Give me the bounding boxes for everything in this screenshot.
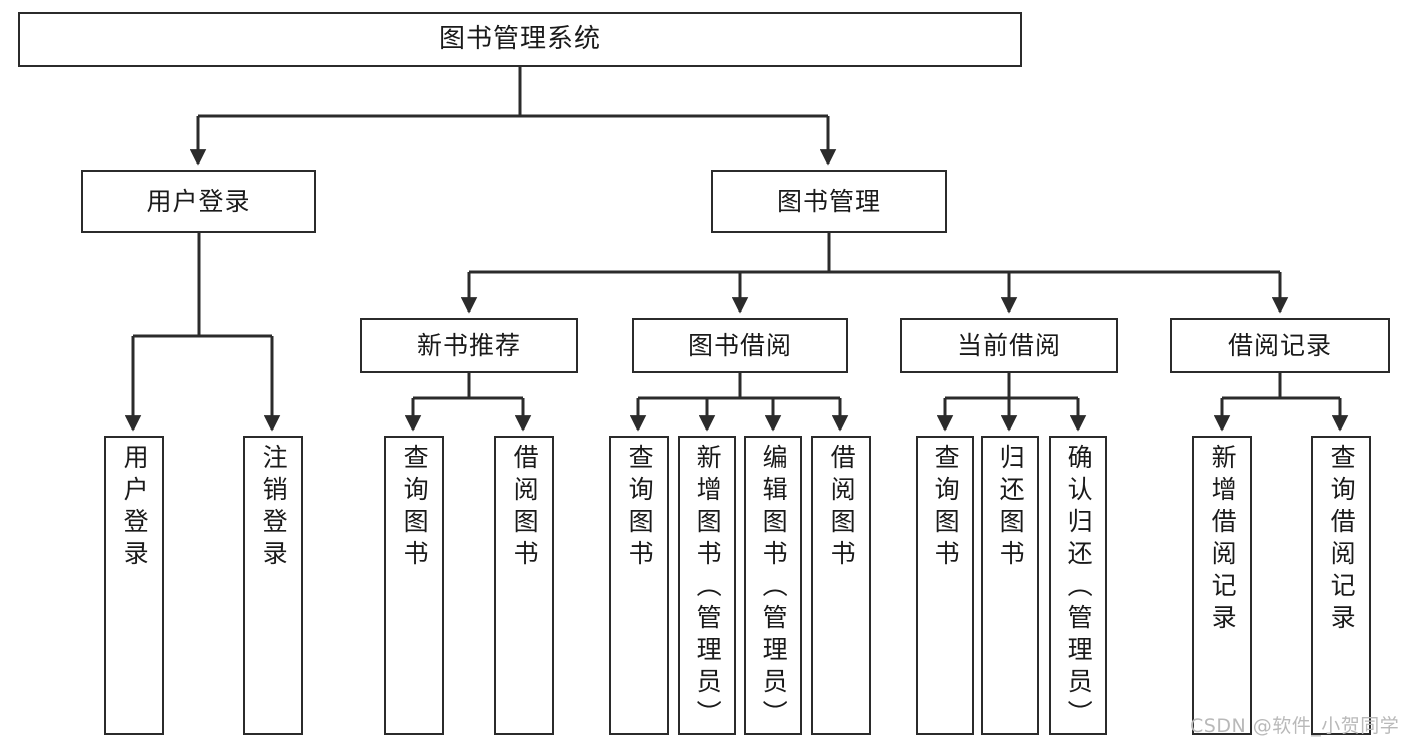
leaf-user-login-logout[interactable]: 注销登录 [243, 436, 303, 735]
leaf-current-borrow-query-book[interactable]: 查询图书 [916, 436, 974, 735]
leaf-book-borrow-query-book-label: 查询图书 [625, 444, 655, 572]
leaf-borrow-record-add-record[interactable]: 新增借阅记录 [1192, 436, 1252, 735]
node-book-borrow-label: 图书借阅 [687, 330, 792, 360]
leaf-new-book-query-book[interactable]: 查询图书 [384, 436, 444, 735]
leaf-new-book-query-book-label: 查询图书 [400, 444, 430, 572]
node-book-management-label: 图书管理 [776, 186, 881, 216]
leaf-book-borrow-edit-book-label: 编辑图书（管理员） [759, 444, 789, 732]
leaf-book-borrow-add-book-label: 新增图书（管理员） [693, 444, 723, 732]
leaf-borrow-record-query-record[interactable]: 查询借阅记录 [1311, 436, 1371, 735]
node-borrow-record[interactable]: 借阅记录 [1170, 318, 1390, 373]
node-new-book-recommend-label: 新书推荐 [416, 330, 521, 360]
node-book-borrow[interactable]: 图书借阅 [632, 318, 848, 373]
leaf-current-borrow-return-book-label: 归还图书 [996, 444, 1026, 572]
node-borrow-record-label: 借阅记录 [1227, 330, 1332, 360]
leaf-current-borrow-confirm-return[interactable]: 确认归还（管理员） [1049, 436, 1107, 735]
leaf-book-borrow-edit-book[interactable]: 编辑图书（管理员） [744, 436, 802, 735]
node-root-book-management-system[interactable]: 图书管理系统 [18, 12, 1022, 67]
node-user-login-label: 用户登录 [146, 186, 251, 216]
node-new-book-recommend[interactable]: 新书推荐 [360, 318, 578, 373]
leaf-new-book-borrow-book[interactable]: 借阅图书 [494, 436, 554, 735]
leaf-book-borrow-borrow-book-label: 借阅图书 [827, 444, 857, 572]
leaf-current-borrow-confirm-return-label: 确认归还（管理员） [1064, 444, 1094, 732]
leaf-user-login-logout-label: 注销登录 [259, 444, 289, 572]
watermark: CSDN @软件_小贺同学 [1190, 715, 1400, 737]
leaf-borrow-record-query-record-label: 查询借阅记录 [1327, 444, 1357, 636]
leaf-current-borrow-return-book[interactable]: 归还图书 [981, 436, 1039, 735]
leaf-book-borrow-borrow-book[interactable]: 借阅图书 [811, 436, 871, 735]
leaf-user-login-login-label: 用户登录 [120, 444, 150, 572]
leaf-borrow-record-add-record-label: 新增借阅记录 [1208, 444, 1238, 636]
leaf-book-borrow-query-book[interactable]: 查询图书 [609, 436, 669, 735]
node-root-label: 图书管理系统 [438, 24, 601, 55]
node-current-borrow[interactable]: 当前借阅 [900, 318, 1118, 373]
node-book-management[interactable]: 图书管理 [711, 170, 947, 233]
leaf-book-borrow-add-book[interactable]: 新增图书（管理员） [678, 436, 736, 735]
node-user-login[interactable]: 用户登录 [81, 170, 316, 233]
leaf-current-borrow-query-book-label: 查询图书 [931, 444, 961, 572]
leaf-user-login-login[interactable]: 用户登录 [104, 436, 164, 735]
leaf-new-book-borrow-book-label: 借阅图书 [510, 444, 540, 572]
node-current-borrow-label: 当前借阅 [956, 330, 1061, 360]
